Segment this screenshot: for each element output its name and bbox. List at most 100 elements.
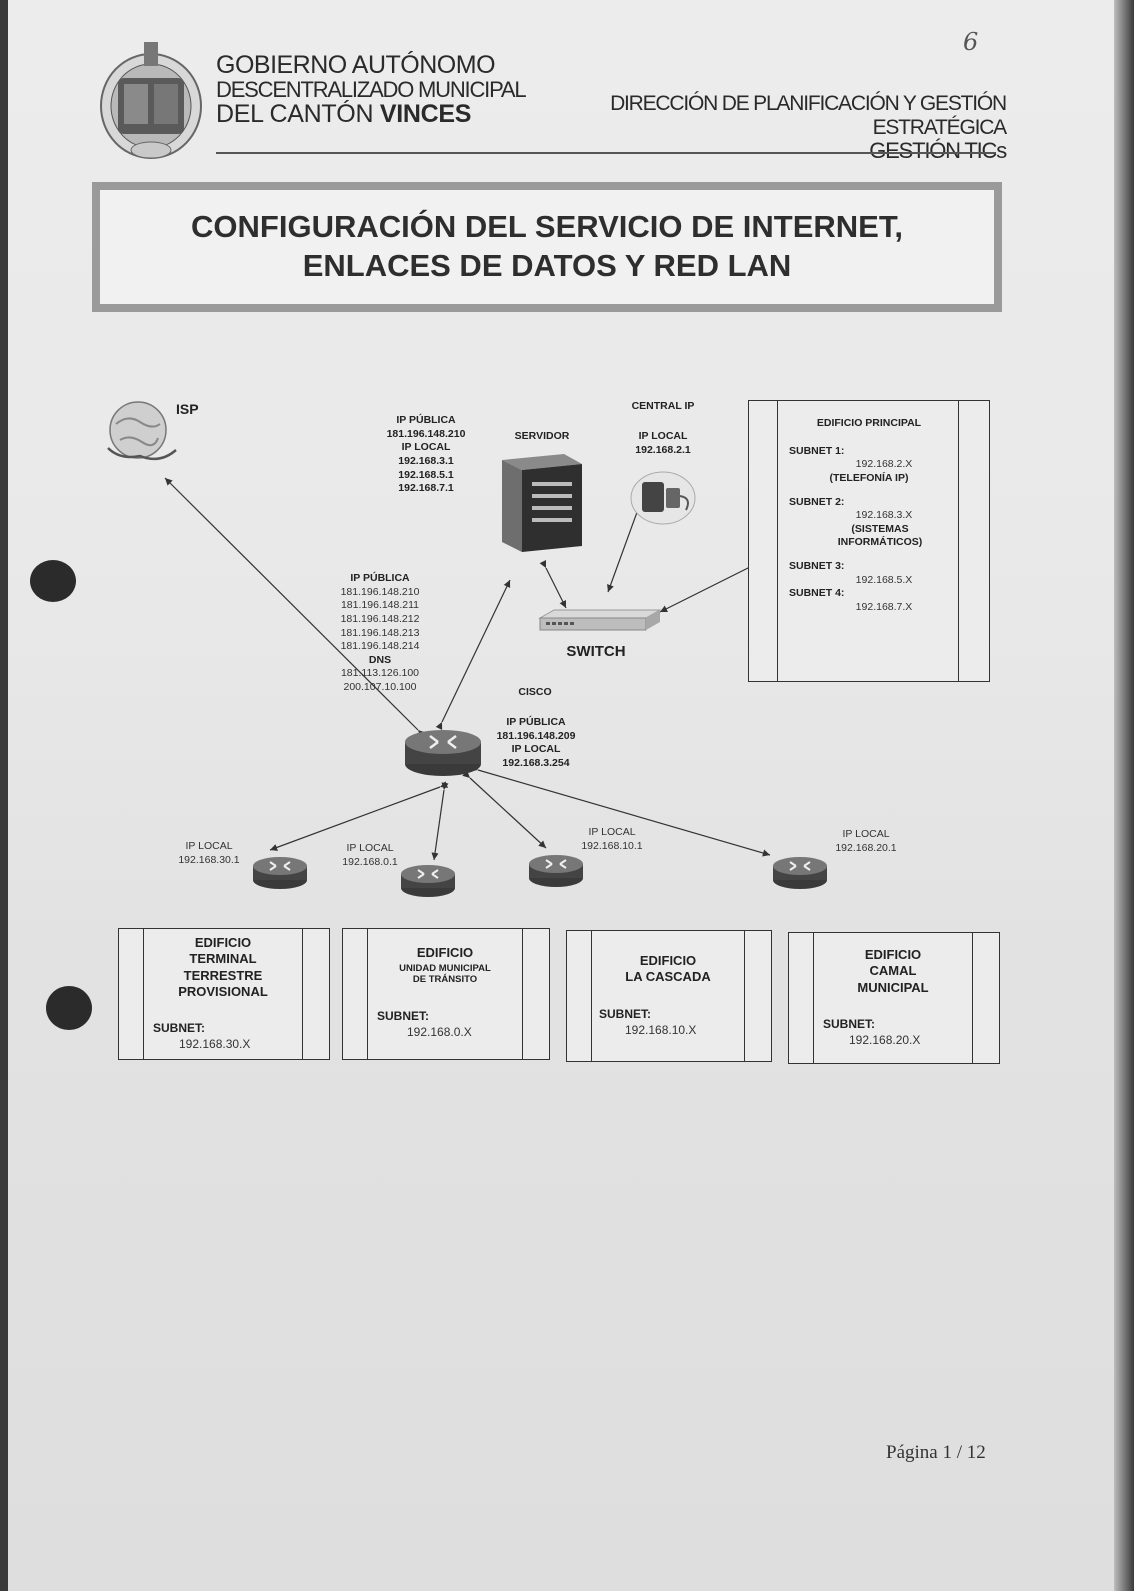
server-ip-label: IP PÚBLICA [396,414,456,426]
branch-4-label: IP LOCAL [842,828,890,840]
building-principal-content: EDIFICIO PRINCIPAL SUBNET 1: 192.168.2.X… [779,417,959,615]
municipal-logo [100,42,202,159]
cisco-ip-info: IP PÚBLICA 181.196.148.209 IP LOCAL 192.… [486,716,586,771]
title-line-1: CONFIGURACIÓN DEL SERVICIO DE INTERNET, [191,209,903,245]
building-cascada-subnet: 192.168.10.X [625,1023,697,1037]
isp-ip-5: 181.196.148.214 [340,640,420,653]
building-camal-title: EDIFICIO CAMAL MUNICIPAL [857,947,929,995]
header-divider [216,152,996,154]
subnet-1-note: (TELEFONÍA IP) [829,471,909,484]
building-camal: EDIFICIO CAMAL MUNICIPAL SUBNET: 192.168… [788,932,1000,1064]
link-building-switch [659,558,763,613]
isp-ip-4: 181.196.148.213 [340,626,420,639]
ip-phone-icon [630,471,696,525]
page-edge-shadow [1114,0,1134,1591]
branch-2-label: IP LOCAL [346,842,394,854]
server-label: SERVIDOR [514,430,570,442]
server-public-ip: 181.196.148.210 [386,427,466,440]
server-local-label: IP LOCAL [401,441,451,454]
subnet-1-ip: 192.168.2.X [855,458,913,471]
branch-1-label: IP LOCAL [185,840,233,852]
subnet-2-note: (SISTEMAS INFORMÁTICOS) [837,522,923,549]
building-cascada-title: EDIFICIO LA CASCADA [625,953,711,985]
isp-ip-list: IP PÚBLICA 181.196.148.210 181.196.148.2… [322,572,438,695]
binder-hole-bottom [46,986,92,1030]
branch-router-3-icon [529,855,583,887]
subnet-3-ip: 192.168.5.X [855,573,913,586]
dept-line-2: GESTIÓN TICs [869,138,1007,164]
link-router-branch4 [470,764,771,857]
page-number: Página 1 / 12 [886,1442,986,1463]
org-line-2: DESCENTRALIZADO MUNICIPAL [216,77,527,103]
subnet-2-ip: 192.168.3.X [855,509,913,522]
cisco-local-label: IP LOCAL [511,743,561,756]
globe-icon [107,401,177,461]
document-title: CONFIGURACIÓN DEL SERVICIO DE INTERNET, … [92,182,1002,312]
organization-name: GOBIERNO AUTÓNOMO DESCENTRALIZADO MUNICI… [216,51,527,129]
building-terminal-title: EDIFICIO TERMINAL TERRESTRE PROVISIONAL [178,935,268,999]
branch-1-addr: 192.168.30.1 [178,853,240,866]
building-terminal: EDIFICIO TERMINAL TERRESTRE PROVISIONAL … [118,928,330,1060]
title-line-2: ENLACES DE DATOS Y RED LAN [302,248,792,283]
building-camal-subnet: 192.168.20.X [849,1033,921,1047]
branch-3-label: IP LOCAL [588,826,636,838]
cisco-router-icon [405,730,481,776]
server-ip-info: IP PÚBLICA 181.196.148.210 IP LOCAL 192.… [370,414,482,496]
building-cascada: EDIFICIO LA CASCADA SUBNET: 192.168.10.X [566,930,772,1062]
org-line-1: GOBIERNO AUTÓNOMO [216,51,496,79]
server-icon [502,454,582,552]
central-local-ip: 192.168.2.1 [635,443,691,456]
building-principal-title: EDIFICIO PRINCIPAL [816,417,922,429]
server-local-ip-3: 192.168.7.1 [398,482,454,495]
branch-2-addr: 192.168.0.1 [342,855,398,868]
switch-icon [538,609,662,631]
cisco-label: CISCO [518,686,552,698]
link-router-branch1 [269,781,449,851]
branch-4-addr: 192.168.20.1 [835,841,897,854]
building-transito: EDIFICIO UNIDAD MUNICIPAL DE TRÁNSITO SU… [342,928,550,1060]
building-transito-subnet: 192.168.0.X [407,1025,472,1039]
subnet-4-ip: 192.168.7.X [855,601,913,614]
branch-router-1-icon [253,857,307,889]
subnet-1-label: SUBNET 1: [789,444,845,457]
isp-ip-2: 181.196.148.211 [340,599,420,612]
building-transito-subnet-label: SUBNET: [377,1009,430,1023]
isp-public-label: IP PÚBLICA [350,572,410,584]
department-name: DIRECCIÓN DE PLANIFICACIÓN Y GESTIÓN EST… [486,92,1007,164]
link-server-switch [539,559,567,609]
link-router-isp [164,477,426,738]
org-city: VINCES [379,100,472,129]
link-router-switch [435,579,511,731]
building-transito-title: EDIFICIO [416,945,474,960]
cisco-public-label: IP PÚBLICA [506,716,566,728]
dns-label: DNS [368,653,392,666]
cisco-local-ip: 192.168.3.254 [502,756,570,769]
branch-router-4-icon [773,857,827,889]
building-transito-subtitle: UNIDAD MUNICIPAL DE TRÁNSITO [399,963,491,986]
handwritten-page-number: 6 [963,28,979,56]
binder-hole-top [30,560,76,602]
building-principal: EDIFICIO PRINCIPAL SUBNET 1: 192.168.2.X… [748,400,990,682]
building-terminal-subnet-label: SUBNET: [153,1021,206,1035]
building-cascada-subnet-label: SUBNET: [599,1007,652,1021]
link-router-branch2 [431,782,449,861]
isp-label: ISP [176,401,199,417]
server-local-ip-1: 192.168.3.1 [398,454,454,467]
branch-3-addr: 192.168.10.1 [581,839,643,852]
central-ip-info: IP LOCAL 192.168.2.1 [626,430,700,457]
subnet-3-label: SUBNET 3: [789,560,845,573]
subnet-4-label: SUBNET 4: [789,587,845,600]
subnet-2-label: SUBNET 2: [789,495,845,508]
central-ip-title: CENTRAL IP [631,400,695,412]
central-local-label: IP LOCAL [638,430,688,442]
dns-2: 200.107.10.100 [343,681,417,694]
branch-router-2-icon [401,865,455,897]
server-local-ip-2: 192.168.5.1 [398,468,454,481]
isp-ip-1: 181.196.148.210 [340,585,420,598]
org-line-3: DEL CANTÓN [216,100,380,129]
